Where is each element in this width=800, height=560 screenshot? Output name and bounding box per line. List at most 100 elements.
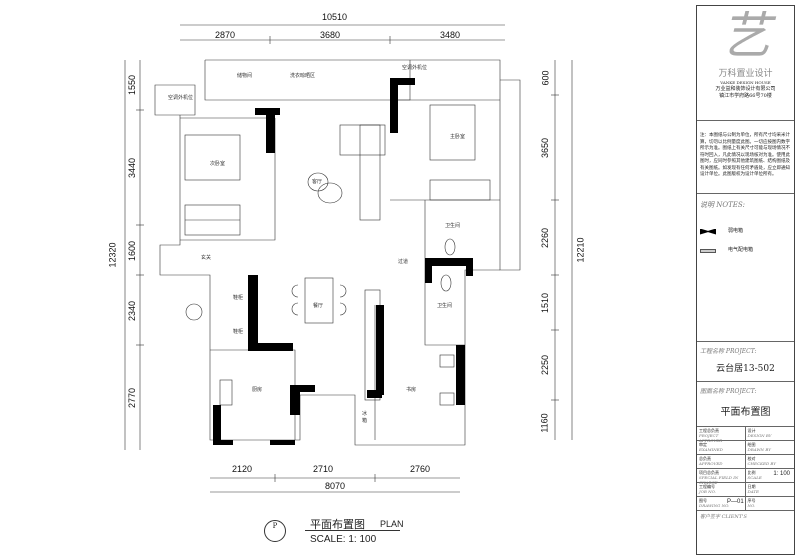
- cell-label-en: PROJECT APPROVER: [699, 433, 723, 443]
- drawing-section: 图面名称 PROJECT: 平面布置图: [697, 382, 794, 427]
- scale-value: 1: 100: [773, 471, 790, 477]
- cell-label-en: DRAWN BY: [747, 447, 771, 452]
- company-name: 万业益和装饰设计有限公司: [715, 86, 776, 92]
- cell-label-en: DESIGN BY: [747, 433, 772, 438]
- logo-mark: 艺: [720, 7, 771, 65]
- dim-left: 1550: [127, 74, 138, 96]
- cell-label-en: SCALE: [747, 475, 762, 480]
- footer-title-cn: 平面布置图: [310, 518, 365, 531]
- cell-label-en: DATE: [747, 489, 759, 494]
- client-signature-label: 客户签字 CLIENT'S: [700, 514, 747, 520]
- dim-right: 1160: [539, 413, 550, 433]
- dim-right: 1510: [540, 292, 551, 314]
- footer-underline: [305, 530, 400, 531]
- cell-label-cn: 设计: [747, 428, 756, 433]
- logo-sub: VANKE DESIGN HOUSE: [720, 80, 771, 85]
- room-label: 空调外机位: [402, 65, 428, 71]
- room-label: 次卧室: [210, 161, 226, 167]
- dim-left: 3440: [127, 157, 138, 179]
- dim-left: 1600: [127, 240, 138, 262]
- dim-bottom: 2120: [232, 464, 253, 474]
- cell-label-cn: 序号: [747, 498, 756, 503]
- room-label: 卫生间: [445, 223, 461, 229]
- company-address: 镇江市学府路66号70楼: [719, 93, 772, 99]
- cell-label-cn: 图号: [699, 498, 707, 503]
- dim-left: 2340: [127, 300, 138, 322]
- cell-label-en: NO.: [747, 503, 756, 508]
- dim-left-total: 12320: [107, 242, 118, 268]
- drawing-number: P—01: [727, 499, 744, 505]
- legend-item: 电气配电箱: [700, 247, 791, 254]
- room-label: 主卧室: [450, 134, 466, 140]
- project-name: 云台居13-502: [716, 364, 775, 374]
- dim-bottom-total: 8070: [325, 481, 346, 491]
- room-label: 厨房: [252, 387, 263, 393]
- legend-section: 说明 NOTES: 弱电箱 电气配电箱: [697, 194, 794, 342]
- distribution-box-icon: [700, 248, 716, 253]
- room-label: 洗衣晾晒区: [290, 73, 316, 79]
- legend-item: 弱电箱: [700, 228, 791, 235]
- disclaimer-note: 注：本图纸与公制为单位，所有尺寸均采米计算，切勿以比例量度此图。一切应按图内数字…: [700, 133, 790, 177]
- notes-section: 注：本图纸与公制为单位，所有尺寸均采米计算，切勿以比例量度此图。一切应按图内数字…: [697, 121, 794, 194]
- room-label: 卫生间: [437, 303, 453, 309]
- legend-label: 电气配电箱: [728, 247, 754, 253]
- dim-right: 600: [540, 70, 551, 86]
- room-label: 客厅: [312, 179, 323, 185]
- logo-text: 万科置业设计: [718, 69, 773, 79]
- room-label: 玄关: [201, 255, 212, 261]
- legend-label: 弱电箱: [728, 228, 744, 234]
- cell-label-en: DRAWING NO.: [699, 503, 730, 508]
- cell-label-en: SPECIAL FIELD IN CHARGE: [699, 475, 739, 485]
- cell-label-cn: 审定: [699, 442, 707, 447]
- cell-label-cn: 日期: [747, 484, 756, 489]
- marker-letter: P: [272, 522, 278, 530]
- drawing-marker: P: [264, 520, 286, 542]
- dim-top-total: 10510: [322, 12, 348, 22]
- room-label: 过道: [398, 259, 409, 265]
- dim-right: 2250: [540, 354, 551, 376]
- dim-right-total: 12210: [575, 237, 586, 263]
- dim-top: 2870: [215, 30, 236, 40]
- logo-section: 艺 万科置业设计 VANKE DESIGN HOUSE 万业益和装饰设计有限公司…: [697, 6, 794, 121]
- drawing-name: 平面布置图: [720, 407, 771, 418]
- notes-label: 说明 NOTES:: [700, 201, 746, 209]
- footer-title-en: PLAN: [380, 519, 404, 529]
- project-label: 工程名称 PROJECT:: [700, 348, 757, 355]
- title-block: 艺 万科置业设计 VANKE DESIGN HOUSE 万业益和装饰设计有限公司…: [696, 5, 795, 555]
- room-label: 鞋柜: [233, 295, 244, 301]
- dim-top: 3480: [440, 30, 461, 40]
- cell-label-cn: 比例: [747, 470, 756, 475]
- dim-right: 2260: [540, 227, 551, 249]
- room-label: 空调外机位: [168, 95, 194, 101]
- dim-bottom: 2710: [313, 464, 334, 474]
- dim-left: 2770: [127, 387, 138, 409]
- cell-label-cn: 工程编号: [699, 484, 715, 489]
- room-label: 储物间: [237, 73, 253, 79]
- cell-label-en: EXAMINED: [699, 447, 723, 452]
- room-label: 书房: [406, 387, 417, 393]
- dim-top: 3680: [320, 30, 341, 40]
- footer-scale: SCALE: 1: 100: [310, 534, 377, 545]
- drawing-label: 图面名称 PROJECT:: [700, 388, 757, 395]
- cell-label-cn: 总负责: [699, 456, 711, 461]
- dim-right: 3650: [540, 137, 551, 159]
